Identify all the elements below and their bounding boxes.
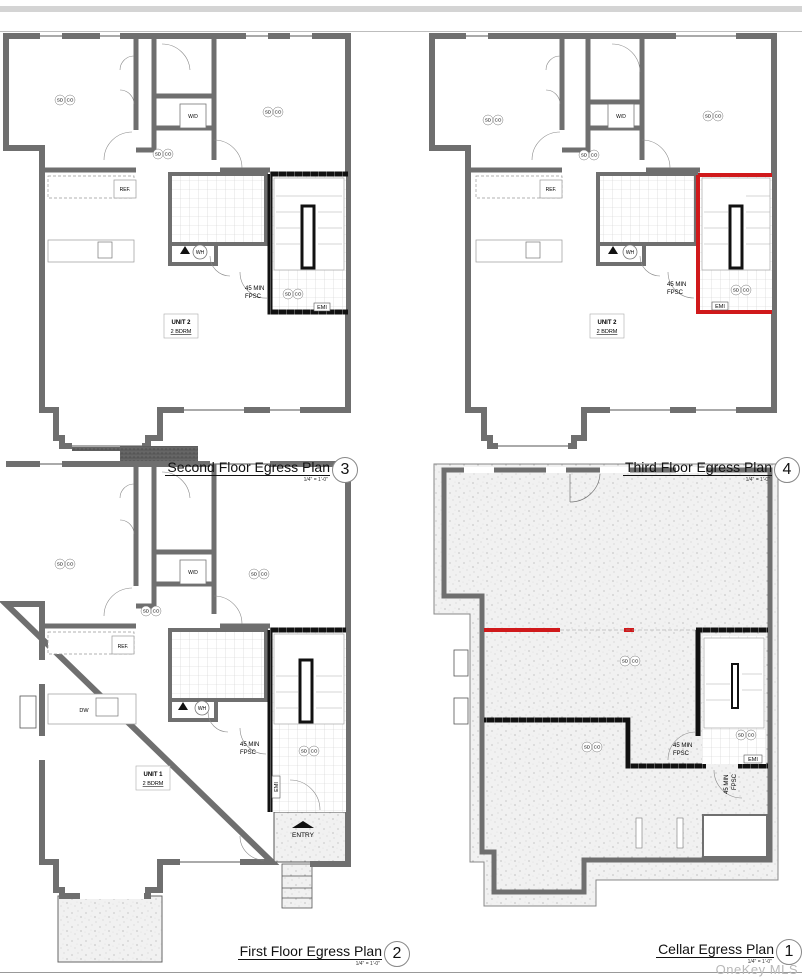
svg-text:UNIT 2: UNIT 2: [171, 320, 191, 326]
svg-text:45 MIN: 45 MIN: [240, 742, 259, 748]
svg-text:45 MIN: 45 MIN: [673, 743, 692, 749]
svg-text:SD: SD: [265, 110, 272, 115]
svg-text:SD: SD: [143, 609, 150, 614]
svg-text:SD: SD: [57, 562, 64, 567]
svg-text:CO: CO: [153, 609, 160, 614]
plan-scale: 1/4" = 1'-0": [745, 477, 770, 483]
plan-scale: 1/4" = 1'-0": [303, 477, 328, 483]
svg-text:EMI: EMI: [274, 782, 280, 792]
svg-text:CO: CO: [275, 110, 282, 115]
svg-text:W/D: W/D: [188, 114, 198, 120]
svg-text:SD: SD: [733, 288, 740, 293]
svg-text:SD: SD: [155, 152, 162, 157]
svg-text:SD: SD: [301, 749, 308, 754]
svg-text:EMI: EMI: [748, 757, 758, 763]
svg-text:45 MIN: 45 MIN: [667, 282, 686, 288]
plan-title: Second Floor Egress Plan: [165, 459, 330, 476]
title-block-cellar: Cellar Egress Plan 1/4" = 1'-0" 1: [640, 937, 802, 977]
svg-text:45 MIN: 45 MIN: [245, 286, 264, 292]
svg-text:CO: CO: [261, 572, 268, 577]
svg-text:REF.: REF.: [118, 644, 129, 650]
svg-text:CO: CO: [295, 292, 302, 297]
svg-text:CO: CO: [594, 745, 601, 750]
sheet-border-top: [0, 31, 802, 32]
svg-text:SD: SD: [485, 118, 492, 123]
svg-text:WH: WH: [626, 250, 635, 256]
svg-text:SD: SD: [251, 572, 258, 577]
plan-scale: 1/4" = 1'-0": [355, 961, 380, 967]
plan-title: Third Floor Egress Plan: [622, 459, 772, 476]
svg-text:45 MIN: 45 MIN: [724, 775, 730, 794]
svg-text:DW: DW: [79, 708, 89, 714]
svg-text:FPSC: FPSC: [673, 751, 690, 757]
svg-text:CO: CO: [67, 98, 74, 103]
top-gray-band: [0, 6, 802, 12]
svg-text:CO: CO: [715, 114, 722, 119]
svg-text:W/D: W/D: [616, 114, 626, 120]
svg-text:REF.: REF.: [120, 187, 131, 193]
svg-text:CO: CO: [743, 288, 750, 293]
svg-text:CO: CO: [495, 118, 502, 123]
svg-text:FPSC: FPSC: [240, 750, 257, 756]
plan-title: First Floor Egress Plan: [237, 943, 382, 960]
title-block-third-floor: Third Floor Egress Plan 1/4" = 1'-0" 4: [600, 455, 800, 495]
svg-text:CO: CO: [67, 562, 74, 567]
svg-text:SD: SD: [584, 745, 591, 750]
svg-text:UNIT 1: UNIT 1: [143, 772, 163, 778]
svg-text:UNIT 2: UNIT 2: [597, 320, 617, 326]
svg-text:FPSC: FPSC: [667, 290, 684, 296]
title-block-second-floor: Second Floor Egress Plan 1/4" = 1'-0" 3: [165, 455, 358, 495]
plan-number-badge: 4: [774, 457, 800, 483]
svg-text:EMI: EMI: [715, 304, 725, 310]
svg-text:SD: SD: [738, 733, 745, 738]
plan-number-badge: 3: [332, 457, 358, 483]
svg-text:SD: SD: [622, 659, 629, 664]
svg-text:2 BDRM: 2 BDRM: [171, 329, 192, 335]
svg-text:W/D: W/D: [188, 570, 198, 576]
svg-text:REF.: REF.: [546, 187, 557, 193]
svg-text:ENTRY: ENTRY: [292, 832, 315, 839]
svg-text:CO: CO: [311, 749, 318, 754]
svg-text:EMI: EMI: [317, 305, 327, 311]
svg-text:2 BDRM: 2 BDRM: [143, 781, 164, 787]
title-block-first-floor: First Floor Egress Plan 1/4" = 1'-0" 2: [220, 939, 410, 979]
svg-text:CO: CO: [165, 152, 172, 157]
svg-text:WH: WH: [196, 250, 205, 256]
svg-text:SD: SD: [581, 153, 588, 158]
svg-text:2 BDRM: 2 BDRM: [597, 329, 618, 335]
plan-title: Cellar Egress Plan: [656, 941, 774, 958]
svg-text:WH: WH: [198, 706, 207, 712]
watermark: OneKey MLS: [715, 962, 798, 977]
sheet-border-bottom: [0, 972, 802, 973]
svg-text:SD: SD: [285, 292, 292, 297]
plan-number-badge: 2: [384, 941, 410, 967]
svg-text:CO: CO: [748, 733, 755, 738]
svg-text:FPSC: FPSC: [245, 294, 262, 300]
svg-text:SD: SD: [57, 98, 64, 103]
svg-text:FPSC: FPSC: [732, 773, 738, 790]
plan-scale: 1/4" = 1'-0": [747, 959, 772, 965]
svg-text:CO: CO: [591, 153, 598, 158]
plan-number-badge: 1: [776, 939, 802, 965]
svg-text:SD: SD: [705, 114, 712, 119]
svg-text:CO: CO: [632, 659, 639, 664]
